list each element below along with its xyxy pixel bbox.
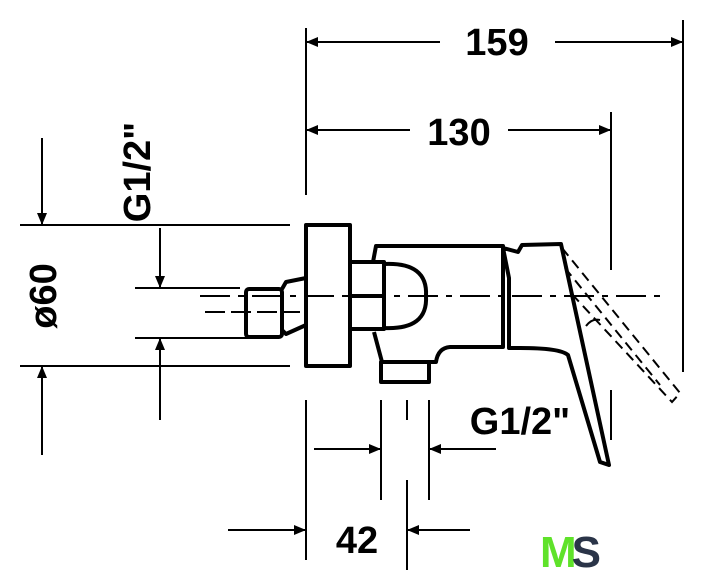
dim-outlet-thread: G1/2" xyxy=(470,401,570,443)
dim-plate-diameter: ø60 xyxy=(23,263,65,328)
ms-logo: MS xyxy=(540,528,601,578)
faucet-outline xyxy=(244,223,682,467)
dim-outlet-offset: 42 xyxy=(336,520,378,562)
logo-letter-m: M xyxy=(540,528,577,577)
dimension-lines xyxy=(37,37,683,535)
dim-inlet-thread: G1/2" xyxy=(117,122,159,222)
dim-overall-length: 159 xyxy=(465,22,528,64)
dim-handle-length: 130 xyxy=(427,112,490,154)
logo-letter-s: S xyxy=(571,528,601,577)
